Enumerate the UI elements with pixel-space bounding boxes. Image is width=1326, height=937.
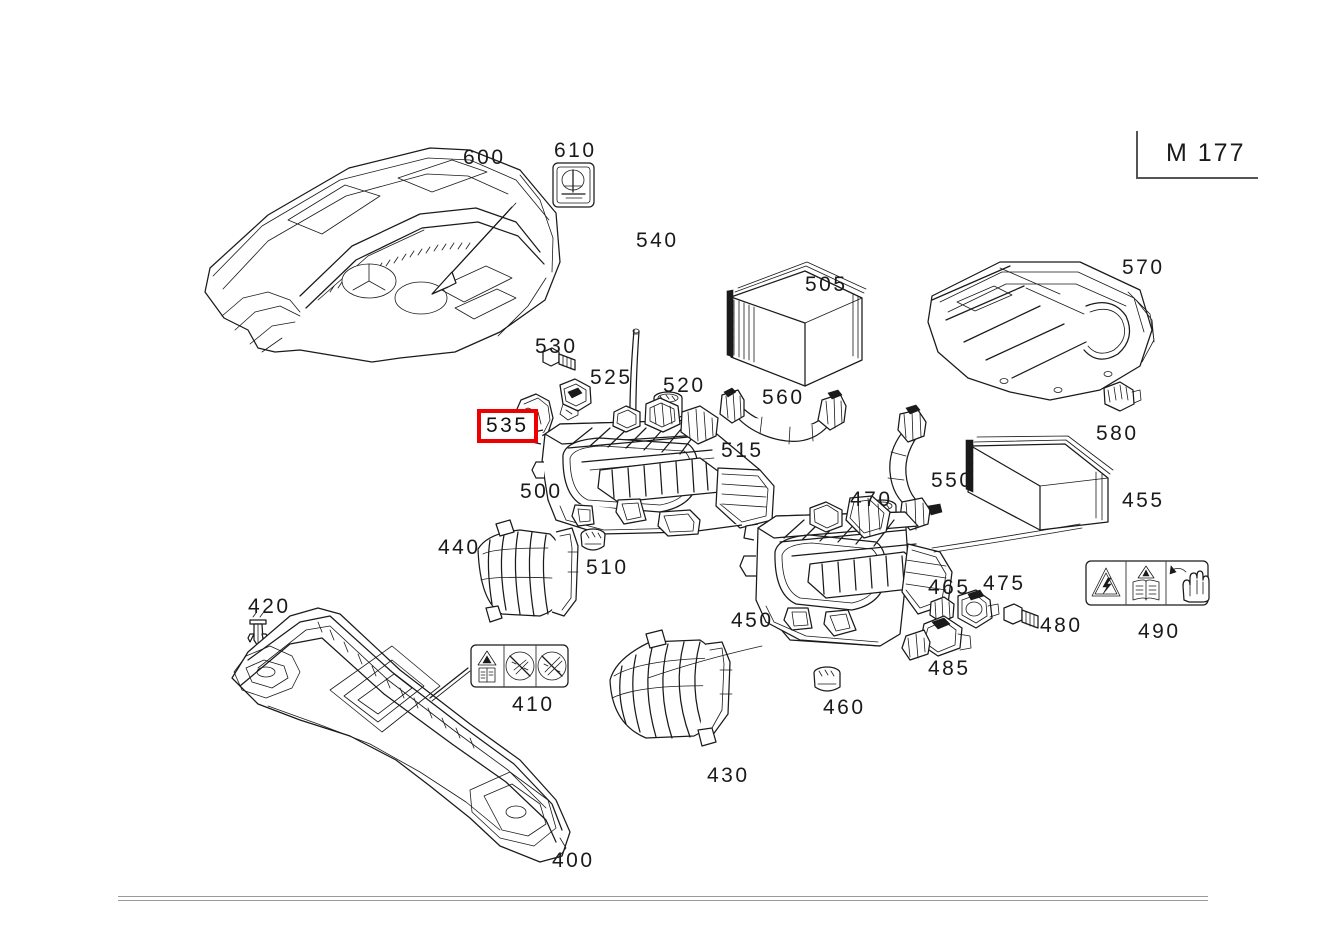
callout-460[interactable]: 460	[823, 696, 866, 719]
callout-600[interactable]: 600	[463, 146, 506, 169]
callout-470[interactable]: 470	[850, 488, 893, 511]
part-490-warning-label-plate	[1085, 560, 1210, 606]
callout-500[interactable]: 500	[520, 480, 563, 503]
callout-610[interactable]: 610	[554, 139, 597, 162]
part-550-air-hose-right	[887, 404, 943, 531]
part-500-air-filter-housing	[531, 397, 775, 537]
part-505-air-filter-element	[726, 261, 867, 387]
callout-510[interactable]: 510	[586, 556, 629, 579]
part-570-engine-cover-right	[927, 261, 1155, 401]
callout-520[interactable]: 520	[663, 374, 706, 397]
callout-420[interactable]: 420	[248, 595, 291, 618]
callout-490[interactable]: 490	[1138, 620, 1181, 643]
callout-550[interactable]: 550	[931, 469, 974, 492]
callout-485[interactable]: 485	[928, 657, 971, 680]
callout-465[interactable]: 465	[928, 576, 971, 599]
part-430-air-duct-right	[609, 629, 733, 747]
callout-560[interactable]: 560	[762, 386, 805, 409]
reference-lines	[647, 523, 1083, 679]
callout-450[interactable]: 450	[731, 609, 774, 632]
callout-440[interactable]: 440	[438, 536, 481, 559]
model-designation-box: M 177	[1136, 131, 1258, 179]
model-designation-label: M 177	[1166, 139, 1246, 167]
part-510-mount-grommet	[580, 528, 606, 551]
part-530-bolt	[542, 347, 576, 371]
callout-530[interactable]: 530	[535, 335, 578, 358]
callout-455[interactable]: 455	[1122, 489, 1165, 512]
part-485-mass-air-flow-sensor	[901, 615, 972, 661]
footer-rule-top	[118, 896, 1208, 897]
part-480-bolt	[1003, 603, 1039, 629]
callout-535[interactable]: 535	[477, 409, 538, 443]
callout-430[interactable]: 430	[707, 764, 750, 787]
part-580-clip	[1103, 381, 1142, 412]
part-450-air-filter-housing-right	[739, 495, 953, 647]
callout-570[interactable]: 570	[1122, 256, 1165, 279]
callout-475[interactable]: 475	[983, 572, 1026, 595]
callout-525[interactable]: 525	[590, 366, 633, 389]
callout-400[interactable]: 400	[552, 849, 595, 872]
footer-rule-bottom	[118, 900, 1208, 901]
part-600-engine-cover-left	[204, 147, 561, 363]
part-560-air-hose-left	[719, 387, 847, 445]
callout-540[interactable]: 540	[636, 229, 679, 252]
callout-480[interactable]: 480	[1040, 614, 1083, 637]
callout-505[interactable]: 505	[805, 273, 848, 296]
part-610-clip-symbol	[552, 162, 595, 208]
callout-580[interactable]: 580	[1096, 422, 1139, 445]
part-475-retainer	[957, 589, 1000, 629]
part-440-air-duct-left	[477, 519, 579, 623]
callout-515[interactable]: 515	[721, 439, 764, 462]
part-400-air-intake-scoop	[231, 607, 571, 863]
part-410-caution-label-plate	[470, 644, 569, 688]
part-525-bracket	[559, 378, 592, 421]
callout-410[interactable]: 410	[512, 693, 555, 716]
part-455-air-filter-element	[965, 435, 1114, 531]
part-460-grommet-lower	[813, 666, 841, 692]
